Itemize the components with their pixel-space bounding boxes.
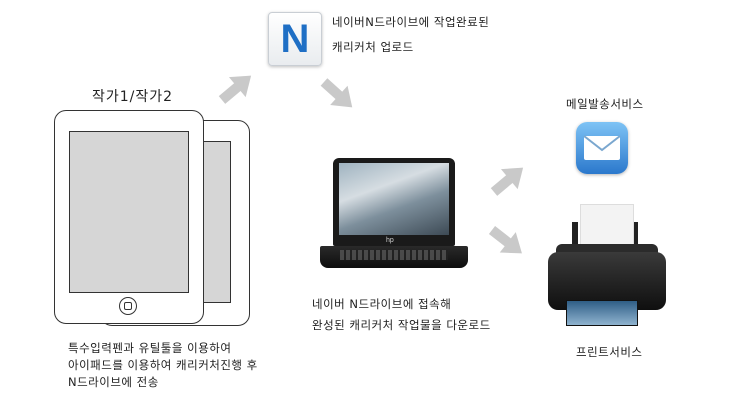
artists-caption: 특수입력펜과 유틸툴을 이용하여 아이패드를 이용하여 캐리커처진행 후 N드라… [68, 341, 258, 389]
home-button-icon [119, 297, 137, 315]
print-caption: 프린트서비스 [576, 345, 643, 359]
download-caption: 네이버 N드라이브에 접속해 완성된 캐리커처 작업물을 다운로드 [312, 297, 491, 332]
arrow-up-right-2 [490, 167, 524, 196]
arrow-up-right-1 [218, 75, 252, 104]
mail-caption: 메일발송서비스 [566, 97, 644, 111]
upload-caption: 네이버N드라이브에 작업완료된 캐리커처 업로드 [332, 15, 490, 54]
mail-icon [576, 122, 628, 174]
arrow-down-right [320, 78, 353, 108]
ndrive-icon: N [268, 12, 322, 66]
arrow-down-right-2 [488, 226, 522, 254]
tablet-front [54, 110, 204, 324]
tablet-screen [69, 131, 189, 293]
artists-title: 작가1/작가2 [92, 89, 174, 105]
